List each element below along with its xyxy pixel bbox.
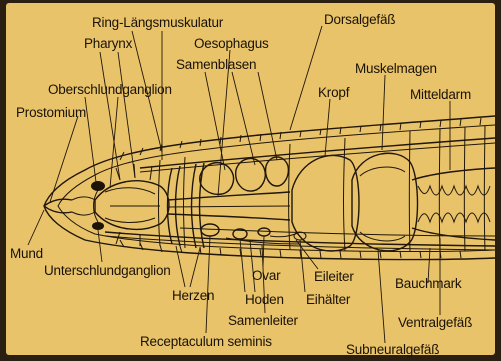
label-oberschlundganglion: Oberschlundganglion [48, 82, 172, 97]
oberschlundganglion-shape [91, 181, 105, 191]
label-mund: Mund [10, 246, 43, 261]
label-prostomium: Prostomium [16, 105, 86, 120]
label-samenleiter: Samenleiter [228, 313, 299, 328]
label-eileiter: Eileiter [314, 269, 354, 284]
label-ventralgefaess: Ventralgefäß [398, 315, 472, 330]
label-mitteldarm: Mitteldarm [410, 87, 471, 102]
label-samenblasen: Samenblasen [176, 57, 256, 72]
label-ring-laengsmuskulatur: Ring-Längsmuskulatur [92, 15, 224, 30]
label-eihaelter: Eihälter [306, 292, 351, 307]
label-muskelmagen: Muskelmagen [355, 61, 437, 76]
label-herzen: Herzen [172, 288, 214, 303]
label-subneuralgefaess: Subneuralgefäß [346, 342, 439, 357]
label-kropf: Kropf [318, 85, 350, 100]
label-dorsalgefaess: Dorsalgefäß [324, 12, 395, 27]
label-unterschlundganglion: Unterschlundganglion [44, 263, 171, 278]
label-receptaculum-seminis: Receptaculum seminis [140, 334, 272, 349]
label-oesophagus: Oesophagus [194, 36, 269, 51]
label-ovar: Ovar [252, 268, 281, 283]
unterschlundganglion-shape [92, 222, 104, 230]
label-bauchmark: Bauchmark [395, 276, 462, 291]
label-hoden: Hoden [245, 292, 284, 307]
label-pharynx: Pharynx [84, 36, 133, 51]
